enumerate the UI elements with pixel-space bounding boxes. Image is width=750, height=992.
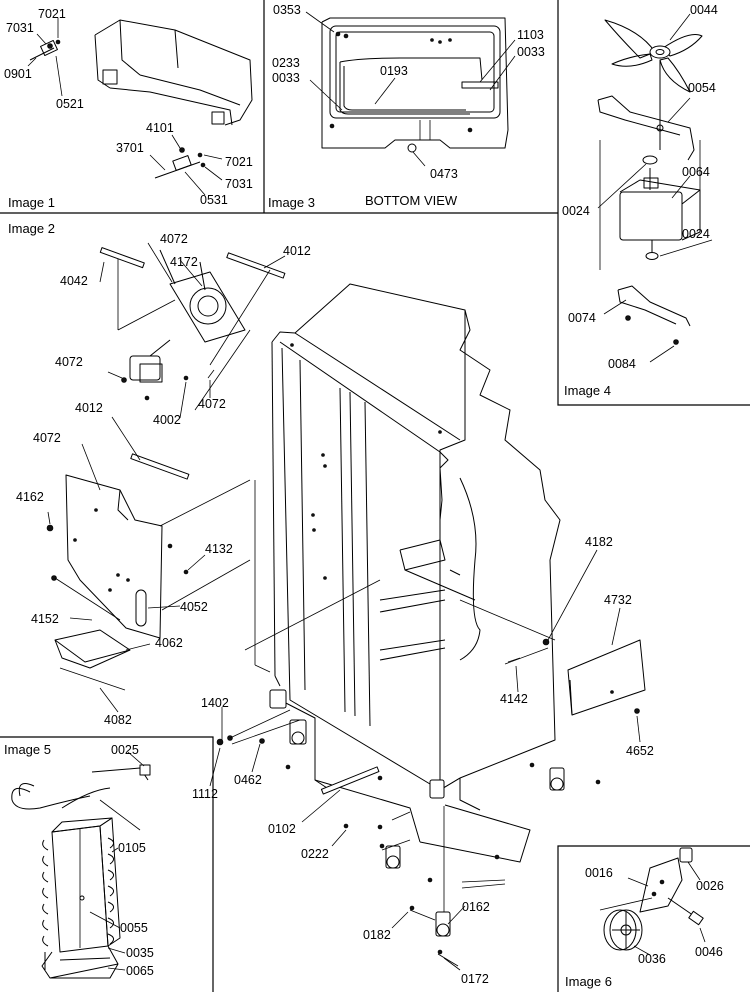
image6-labels: 0016 0026 0036 0046 Image 6	[565, 866, 724, 989]
image2-title: Image 2	[8, 221, 55, 236]
label-4082: 4082	[104, 713, 132, 727]
label-0026: 0026	[696, 879, 724, 893]
label-0193: 0193	[380, 64, 408, 78]
label-1402: 1402	[201, 696, 229, 710]
label-0035: 0035	[126, 946, 154, 960]
label-0105: 0105	[118, 841, 146, 855]
label-4152: 4152	[31, 612, 59, 626]
label-0233: 0233	[272, 56, 300, 70]
label-4652: 4652	[626, 744, 654, 758]
label-0531: 0531	[200, 193, 228, 207]
label-0046: 0046	[695, 945, 723, 959]
label-4012: 4012	[283, 244, 311, 258]
label-4132: 4132	[205, 542, 233, 556]
image3-labels: 0353 1103 0033 0233 0033 0193 0473 Image…	[268, 3, 545, 210]
label-4172: 4172	[170, 255, 198, 269]
label-0521: 0521	[56, 97, 84, 111]
image2-labels: Image 2 4072 4172 4012 4042 4072 4002 40…	[8, 221, 654, 986]
image3-title: Image 3	[268, 195, 315, 210]
label-4072-c: 4072	[198, 397, 226, 411]
image1-labels: 7021 7031 0901 0521 4101 3701 7021 7031 …	[4, 7, 253, 210]
label-7031: 7031	[6, 21, 34, 35]
label-0353: 0353	[273, 3, 301, 17]
label-4072: 4072	[160, 232, 188, 246]
label-0044: 0044	[690, 3, 718, 17]
image1-title: Image 1	[8, 195, 55, 210]
label-4062: 4062	[155, 636, 183, 650]
label-4142: 4142	[500, 692, 528, 706]
image2-evap-cover	[46, 416, 251, 713]
image4-title: Image 4	[564, 383, 611, 398]
label-4162: 4162	[16, 490, 44, 504]
label-0055: 0055	[120, 921, 148, 935]
image4-labels: 0044 0054 0064 0024 0024 0074 0084 Image…	[562, 3, 718, 398]
label-0054: 0054	[688, 81, 716, 95]
image3-drawing	[305, 11, 516, 167]
label-1103: 1103	[517, 28, 544, 42]
image5-evaporator	[11, 751, 151, 979]
image6-title: Image 6	[565, 974, 612, 989]
label-3701: 3701	[116, 141, 144, 155]
label-7031-b: 7031	[225, 177, 253, 191]
label-0065: 0065	[126, 964, 154, 978]
label-4052: 4052	[180, 600, 208, 614]
image3-caption: BOTTOM VIEW	[365, 193, 458, 208]
image2-fan-assembly	[99, 242, 286, 419]
label-0172: 0172	[461, 972, 489, 986]
label-0162: 0162	[462, 900, 490, 914]
label-0033-b: 0033	[272, 71, 300, 85]
label-4012-b: 4012	[75, 401, 103, 415]
image5-labels: Image 5 0025 0105 0055 0035 0065	[4, 742, 154, 978]
label-4002: 4002	[153, 413, 181, 427]
label-4072-d: 4072	[33, 431, 61, 445]
label-0064: 0064	[682, 165, 710, 179]
label-0901: 0901	[4, 67, 32, 81]
label-0024-b: 0024	[682, 227, 710, 241]
label-0074: 0074	[568, 311, 596, 325]
label-0102: 0102	[268, 822, 296, 836]
label-0033: 0033	[517, 45, 545, 59]
label-0016: 0016	[585, 866, 613, 880]
label-4072-b: 4072	[55, 355, 83, 369]
label-4732: 4732	[604, 593, 632, 607]
label-4042: 4042	[60, 274, 88, 288]
image4-drawing	[597, 13, 713, 363]
label-4182: 4182	[585, 535, 613, 549]
label-0025: 0025	[111, 743, 139, 757]
label-7021: 7021	[38, 7, 66, 21]
label-0182: 0182	[363, 928, 391, 942]
label-0036: 0036	[638, 952, 666, 966]
image1-drawing	[27, 18, 253, 196]
label-4101: 4101	[146, 121, 174, 135]
label-0084: 0084	[608, 357, 636, 371]
label-0462: 0462	[234, 773, 262, 787]
label-7021-b: 7021	[225, 155, 253, 169]
image2-cabinet	[209, 283, 646, 971]
label-0222: 0222	[301, 847, 329, 861]
image5-title: Image 5	[4, 742, 51, 757]
label-0473: 0473	[430, 167, 458, 181]
label-1112: 1112	[192, 787, 218, 801]
image6-roller	[599, 847, 706, 956]
label-0024: 0024	[562, 204, 590, 218]
